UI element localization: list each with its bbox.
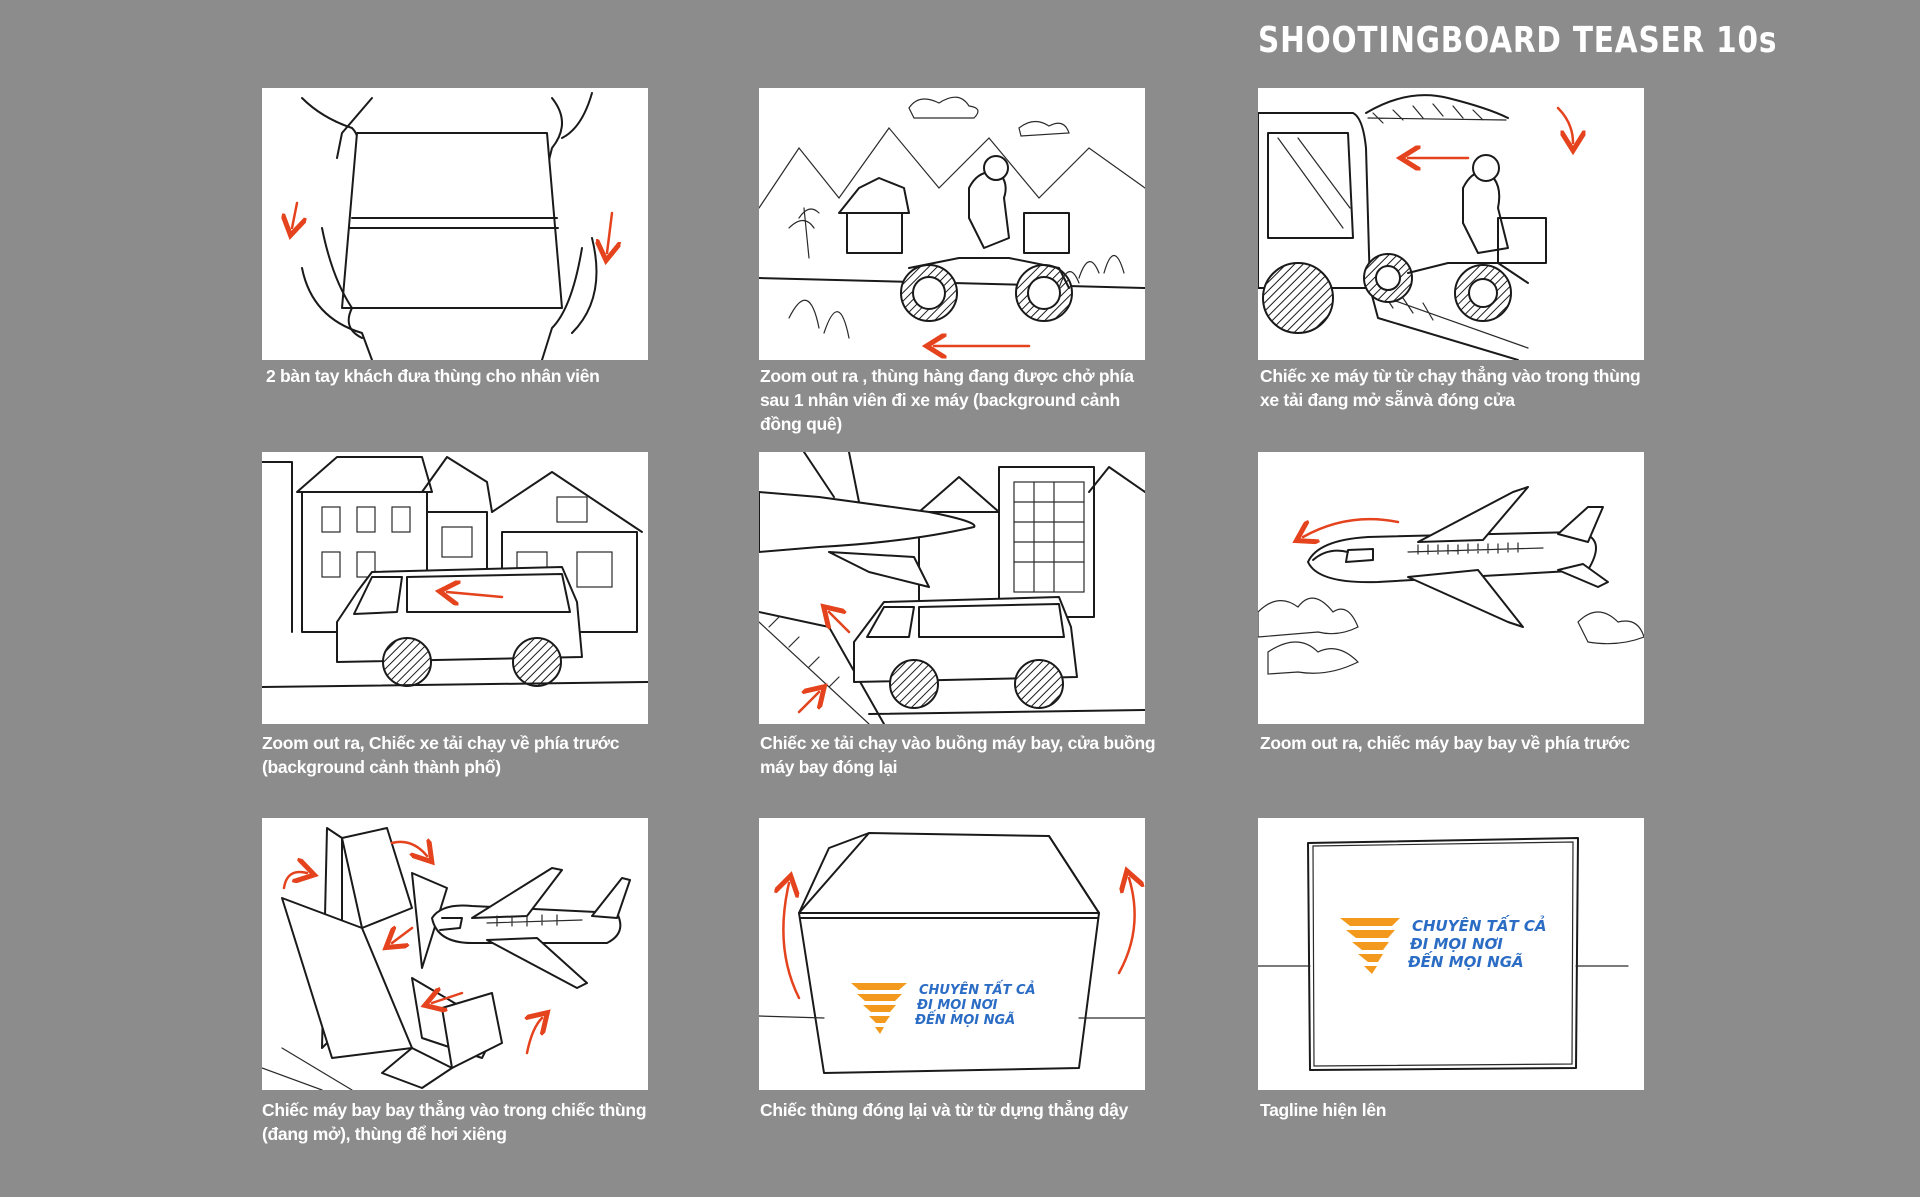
frame-6-sketch: [1258, 486, 1644, 675]
tagline-line-2: ĐI MỌI NƠI: [916, 998, 998, 1013]
storyboard-frame-3: [1258, 88, 1644, 360]
storyboard-frame-4: [262, 452, 648, 724]
frame-1-caption: 2 bàn tay khách đưa thùng cho nhân viên: [266, 366, 600, 386]
frame-5-sketch: [759, 452, 1145, 724]
frame-5-caption: Chiếc xe tải chạy vào buồng máy bay, cửa…: [760, 733, 1156, 777]
tagline-line-1: CHUYÊN TẤT CẢ: [919, 981, 1036, 998]
tagline-logo-box: CHUYÊN TẤT CẢ ĐI MỌI NƠI ĐẾN MỌI NGÃ: [851, 981, 1036, 1034]
storyboard-frame-2: [759, 88, 1145, 360]
frame-9-caption: Tagline hiện lên: [1260, 1100, 1387, 1120]
frame-4-sketch: [262, 456, 648, 688]
frame-2-caption: Zoom out ra , thùng hàng đang được chở p…: [760, 366, 1134, 434]
frame-6-caption: Zoom out ra, chiếc máy bay bay về phía t…: [1260, 733, 1630, 753]
storyboard-frame-6: [1258, 452, 1644, 724]
frame-4-caption: Zoom out ra, Chiếc xe tải chạy về phía t…: [262, 733, 620, 777]
page-title: SHOOTINGBOARD TEASER 10s: [1258, 20, 1778, 61]
tagline-line-3: ĐẾN MỌI NGÃ: [914, 1011, 1015, 1028]
frame-9-sketch: CHUYÊN TẤT CẢ ĐI MỌI NƠI ĐẾN MỌI NGÃ: [1258, 837, 1629, 1071]
frame-7-sketch: [262, 827, 631, 1090]
tagline-final-line-3: ĐẾN MỌI NGÃ: [1407, 950, 1524, 971]
frame-8-caption: Chiếc thùng đóng lại và từ từ dựng thẳng…: [760, 1100, 1129, 1120]
storyboard-frame-5: [759, 452, 1145, 724]
frame-3-sketch: [1258, 94, 1644, 360]
frame-3-caption: Chiếc xe máy từ từ chạy thẳng vào trong …: [1260, 366, 1641, 410]
storyboard-frame-1: [262, 88, 648, 360]
frame-7-caption: Chiếc máy bay bay thẳng vào trong chiếc …: [262, 1100, 647, 1144]
storyboard-frame-9: CHUYÊN TẤT CẢ ĐI MỌI NƠI ĐẾN MỌI NGÃ: [1258, 818, 1644, 1090]
storyboard-frame-8: CHUYÊN TẤT CẢ ĐI MỌI NƠI ĐẾN MỌI NGÃ: [759, 818, 1145, 1090]
frame-2-sketch: [759, 96, 1145, 360]
frame-8-sketch: CHUYÊN TẤT CẢ ĐI MỌI NƠI ĐẾN MỌI NGÃ: [759, 832, 1145, 1074]
tagline-final-line-2: ĐI MỌI NƠI: [1409, 935, 1503, 953]
tagline-logo-final: CHUYÊN TẤT CẢ ĐI MỌI NƠI ĐẾN MỌI NGÃ: [1340, 914, 1547, 974]
storyboard-frame-7: [262, 818, 648, 1090]
frame-1-sketch: [262, 92, 648, 360]
tagline-final-line-1: CHUYÊN TẤT CẢ: [1412, 914, 1547, 935]
